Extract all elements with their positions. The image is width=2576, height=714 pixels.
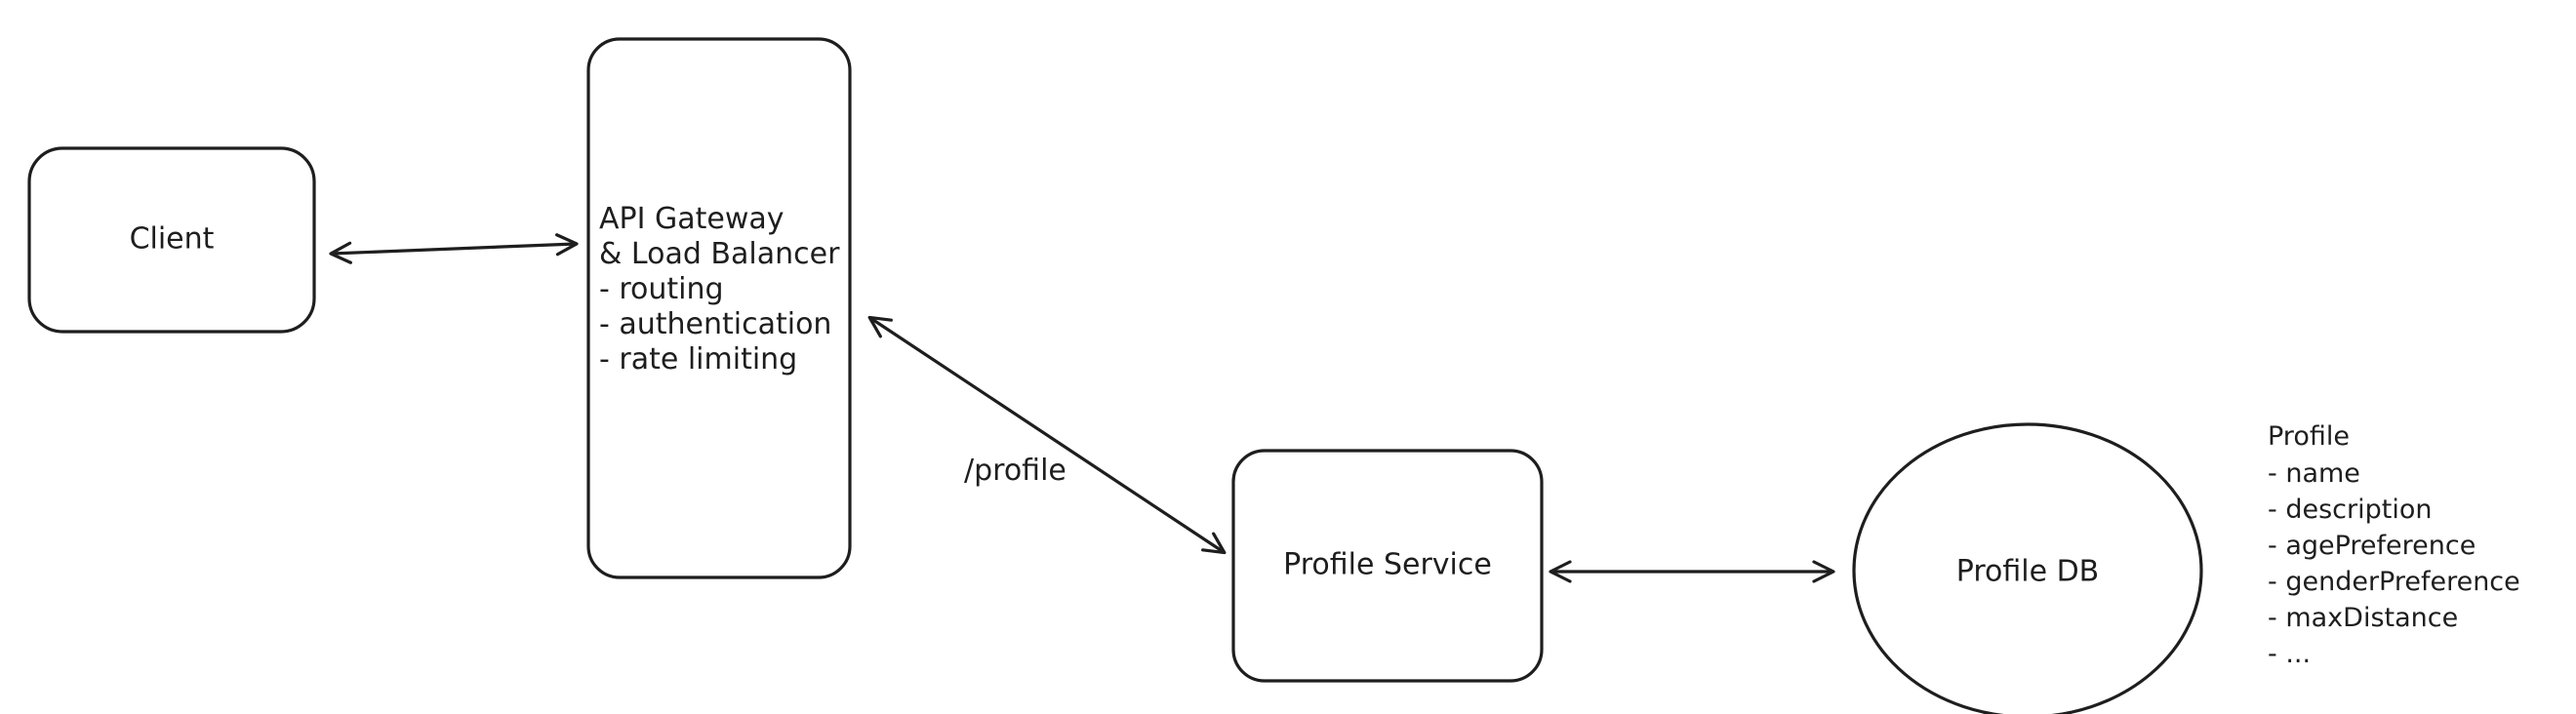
schema-field-description: - description	[2268, 495, 2432, 525]
profile-db-label: Profile DB	[1956, 555, 2100, 589]
schema-field-name: - name	[2268, 458, 2360, 489]
gateway-line-2: & Load Balancer	[599, 237, 840, 271]
gateway-line-1: API Gateway	[599, 202, 785, 236]
profile-db-node: Profile DB	[1852, 422, 2203, 714]
gateway-line-5: - rate limiting	[599, 342, 797, 377]
edge-label-profile: /profile	[964, 454, 1067, 488]
gateway-line-4: - authentication	[599, 307, 831, 341]
client-node: Client	[27, 146, 316, 334]
schema-field-max-distance: - maxDistance	[2268, 603, 2458, 633]
gateway-node: API Gateway & Load Balancer - routing - …	[586, 37, 852, 579]
client-label: Client	[130, 222, 215, 257]
schema-field-gender-preference: - genderPreference	[2268, 567, 2520, 597]
gateway-line-3: - routing	[599, 272, 724, 306]
profile-schema-note: Profile - name - description - agePrefer…	[2268, 421, 2520, 669]
schema-field-age-preference: - agePreference	[2268, 531, 2475, 561]
profile-service-label: Profile Service	[1283, 548, 1492, 582]
edge-gateway-service	[867, 315, 1227, 555]
schema-field-more: - ...	[2268, 639, 2311, 669]
edge-client-gateway	[329, 233, 579, 264]
profile-service-node: Profile Service	[1231, 449, 1544, 683]
schema-title: Profile	[2268, 421, 2350, 452]
